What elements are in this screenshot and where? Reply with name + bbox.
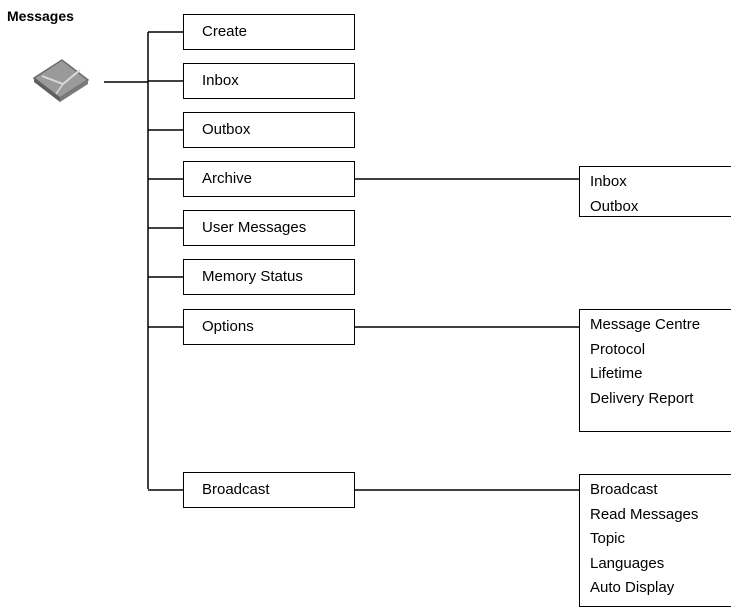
- menu-item-outbox[interactable]: Outbox: [183, 112, 355, 148]
- submenu-item-outbox[interactable]: Outbox: [590, 197, 639, 215]
- menu-item-label: Options: [202, 318, 254, 335]
- page-title: Messages: [7, 8, 74, 24]
- menu-item-memory-status[interactable]: Memory Status: [183, 259, 355, 295]
- menu-item-archive[interactable]: Archive: [183, 161, 355, 197]
- menu-item-create[interactable]: Create: [183, 14, 355, 50]
- menu-item-label: Create: [202, 23, 248, 40]
- menu-item-label: Inbox: [202, 72, 239, 89]
- submenu-item-broadcast[interactable]: Broadcast: [590, 481, 658, 498]
- submenu-item-protocol[interactable]: Protocol: [590, 340, 646, 358]
- menu-item-label: Outbox: [202, 121, 251, 138]
- submenu-item-inbox[interactable]: Inbox: [590, 173, 627, 190]
- menu-item-label: Archive: [202, 170, 253, 187]
- menu-item-user-messages[interactable]: User Messages: [183, 210, 355, 246]
- menu-item-label: Broadcast: [202, 481, 270, 498]
- submenu-item-topic[interactable]: Topic: [590, 530, 626, 547]
- menu-item-label: User Messages: [202, 219, 307, 236]
- menu-item-inbox[interactable]: Inbox: [183, 63, 355, 99]
- submenu-item-delivery-report[interactable]: Delivery Report: [590, 389, 694, 407]
- submenu-item-lifetime[interactable]: Lifetime: [590, 365, 643, 382]
- menu-item-label: Memory Status: [202, 268, 303, 285]
- menu-item-broadcast[interactable]: Broadcast: [183, 472, 355, 508]
- submenu-item-message-centre[interactable]: Message Centre: [590, 316, 701, 333]
- submenu-item-read-messages[interactable]: Read Messages: [590, 505, 699, 523]
- envelope-icon: [32, 59, 90, 102]
- menu-item-options[interactable]: Options: [183, 309, 355, 345]
- submenu-item-languages[interactable]: Languages: [590, 554, 665, 572]
- submenu-item-auto-display[interactable]: Auto Display: [590, 579, 675, 596]
